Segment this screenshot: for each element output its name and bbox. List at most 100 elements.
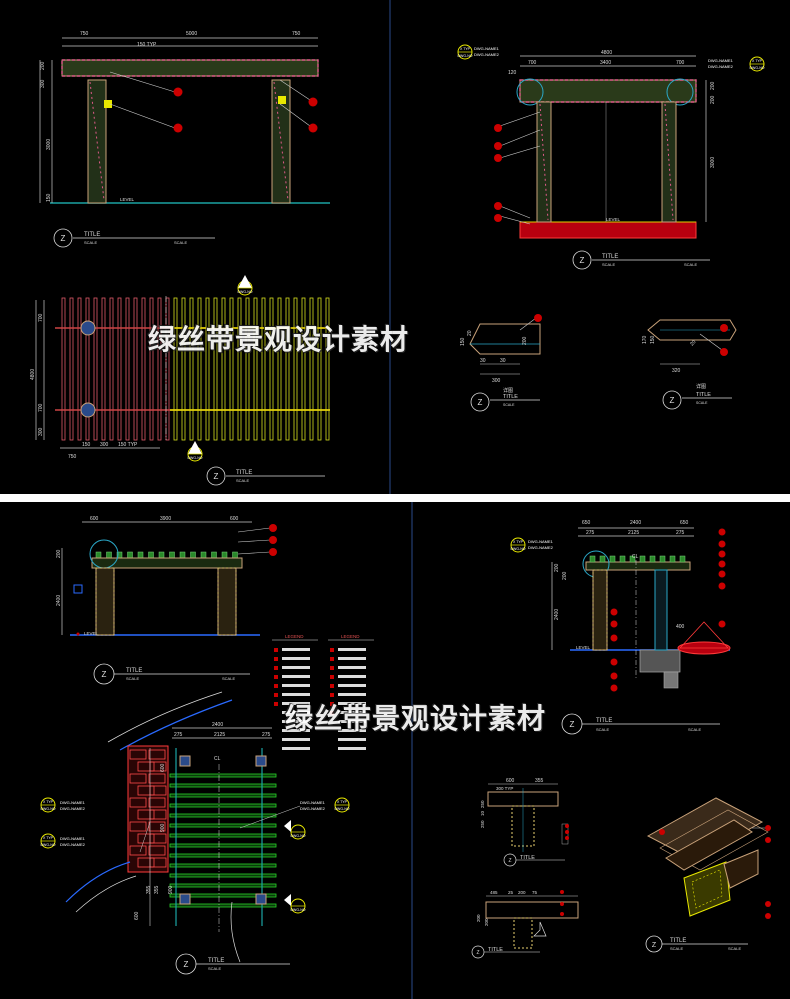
dwg-tag: X TYP DWG-NO DWG-NAME1 DWG-NAME2 xyxy=(40,833,86,849)
scale-text: SCALE xyxy=(696,401,708,405)
stone-texture xyxy=(95,567,115,636)
slat xyxy=(125,297,130,441)
brick xyxy=(137,761,155,772)
bracket-marker xyxy=(278,96,286,104)
dwg-name: DWG-NAME2 xyxy=(60,842,86,847)
cl-label: CL xyxy=(214,756,221,762)
legend-text-bar xyxy=(338,675,366,678)
brick-wall xyxy=(127,745,169,873)
detail-circle xyxy=(516,78,544,106)
callout-bubble xyxy=(765,837,771,843)
scale-text: SCALE xyxy=(503,403,515,407)
dwg-tag-bottom: DWG-NO xyxy=(238,290,253,294)
rafter xyxy=(200,551,207,559)
dwg-tag: X TYP DWG-NO DWG-NAME1 DWG-NAME2 xyxy=(510,537,554,553)
slat xyxy=(117,297,122,441)
dim-text: 700 xyxy=(528,60,537,66)
slat xyxy=(309,297,314,441)
slat xyxy=(141,297,146,441)
callout-bubble xyxy=(765,825,771,831)
post-section xyxy=(654,569,668,651)
legend-swatch xyxy=(274,648,278,652)
title-symbol-text: Z xyxy=(670,396,675,405)
dim-text: 20 xyxy=(689,339,697,347)
level-label: LEVEL xyxy=(84,631,99,636)
section-marker-bottom: DWG-NO xyxy=(187,441,203,462)
legend-text-bar xyxy=(282,702,310,705)
dim-text: 200 xyxy=(710,81,716,90)
scale-text: SCALE xyxy=(126,676,139,681)
dim-text: 300 TYP xyxy=(496,786,513,791)
legend-title: LEGEND xyxy=(341,634,360,639)
callout-bubble xyxy=(610,608,618,616)
dwg-name: DWG-NAME1 xyxy=(528,539,554,544)
slat xyxy=(221,297,226,441)
dim-text: 200 xyxy=(518,890,526,895)
dim-text: 700 xyxy=(38,403,44,412)
dim-text: 400 xyxy=(676,624,685,630)
title-text: TITLE xyxy=(126,668,142,674)
dim-text: 275 xyxy=(262,732,271,738)
brick xyxy=(148,845,166,856)
dim-text: 75 xyxy=(532,890,538,895)
level-marker xyxy=(76,632,80,636)
slat xyxy=(229,297,234,441)
stone-texture xyxy=(592,569,608,651)
scale-text: SCALE xyxy=(596,727,609,732)
dwg-tag-bottom: DWG-NO xyxy=(291,834,306,838)
dwg-tag-right: X TYP DWG-NO DWG-NAME1 DWG-NAME2 xyxy=(708,56,765,72)
vine-canopy xyxy=(519,79,697,103)
leader-line xyxy=(239,805,301,829)
post-left xyxy=(536,101,552,223)
title-block: Z TITLE SCALE SCALE xyxy=(53,228,215,248)
dim-text: 300 xyxy=(492,378,501,384)
scale-text: SCALE xyxy=(684,262,697,267)
plan-slats xyxy=(61,297,330,441)
dim-text: 750 xyxy=(292,31,301,37)
callout-bubble xyxy=(718,570,726,578)
dim-text: 3000 xyxy=(46,139,52,150)
legend-swatch xyxy=(330,711,334,715)
slat xyxy=(85,297,90,441)
dim-text: 750 xyxy=(80,31,89,37)
slat xyxy=(301,297,306,441)
slat xyxy=(169,893,277,898)
level-label: LEVEL xyxy=(576,645,591,650)
dim-text: 30 xyxy=(500,358,506,364)
dwg-name: DWG-NAME2 xyxy=(474,52,500,57)
dim-text: 2125 xyxy=(628,530,639,536)
dwg-tag-bottom: DWG-NO xyxy=(188,456,203,460)
slat xyxy=(149,297,154,441)
legend-text-bar xyxy=(338,666,366,669)
title-block: Z TITLE SCALE SCALE xyxy=(93,663,250,685)
title-symbol xyxy=(206,466,226,486)
callout-bubble xyxy=(494,214,502,222)
callout-bubble xyxy=(718,550,726,558)
callout-bubble xyxy=(659,829,665,835)
title-symbol-text: Z xyxy=(476,950,479,956)
dim-text: 600 xyxy=(506,778,515,784)
dim-text: 25 xyxy=(508,890,514,895)
title-block: Z TITLE SCALE SCALE xyxy=(561,713,720,735)
leader-line xyxy=(237,539,271,543)
leader-line xyxy=(499,111,541,127)
leader-line xyxy=(139,821,151,853)
dim-text: 900 xyxy=(168,885,174,894)
section-marker-top: DWG-NO xyxy=(237,275,253,296)
legend-swatch xyxy=(274,666,278,670)
brick xyxy=(148,797,166,808)
scale-text: SCALE xyxy=(670,946,683,951)
dim-text: 3400 xyxy=(600,60,611,66)
dim-text: 650 xyxy=(582,520,591,526)
dim-text: 300 xyxy=(100,442,109,448)
scale-text: SCALE xyxy=(208,966,221,971)
callout-bubble xyxy=(173,123,183,133)
stone-post-left xyxy=(95,567,115,636)
slat xyxy=(197,297,202,441)
rafter xyxy=(127,551,133,559)
post-plan xyxy=(179,755,191,767)
slat xyxy=(169,863,277,868)
legend-swatch xyxy=(274,684,278,688)
legend-text-bar xyxy=(338,648,366,651)
dim-text: 600 xyxy=(160,763,166,772)
